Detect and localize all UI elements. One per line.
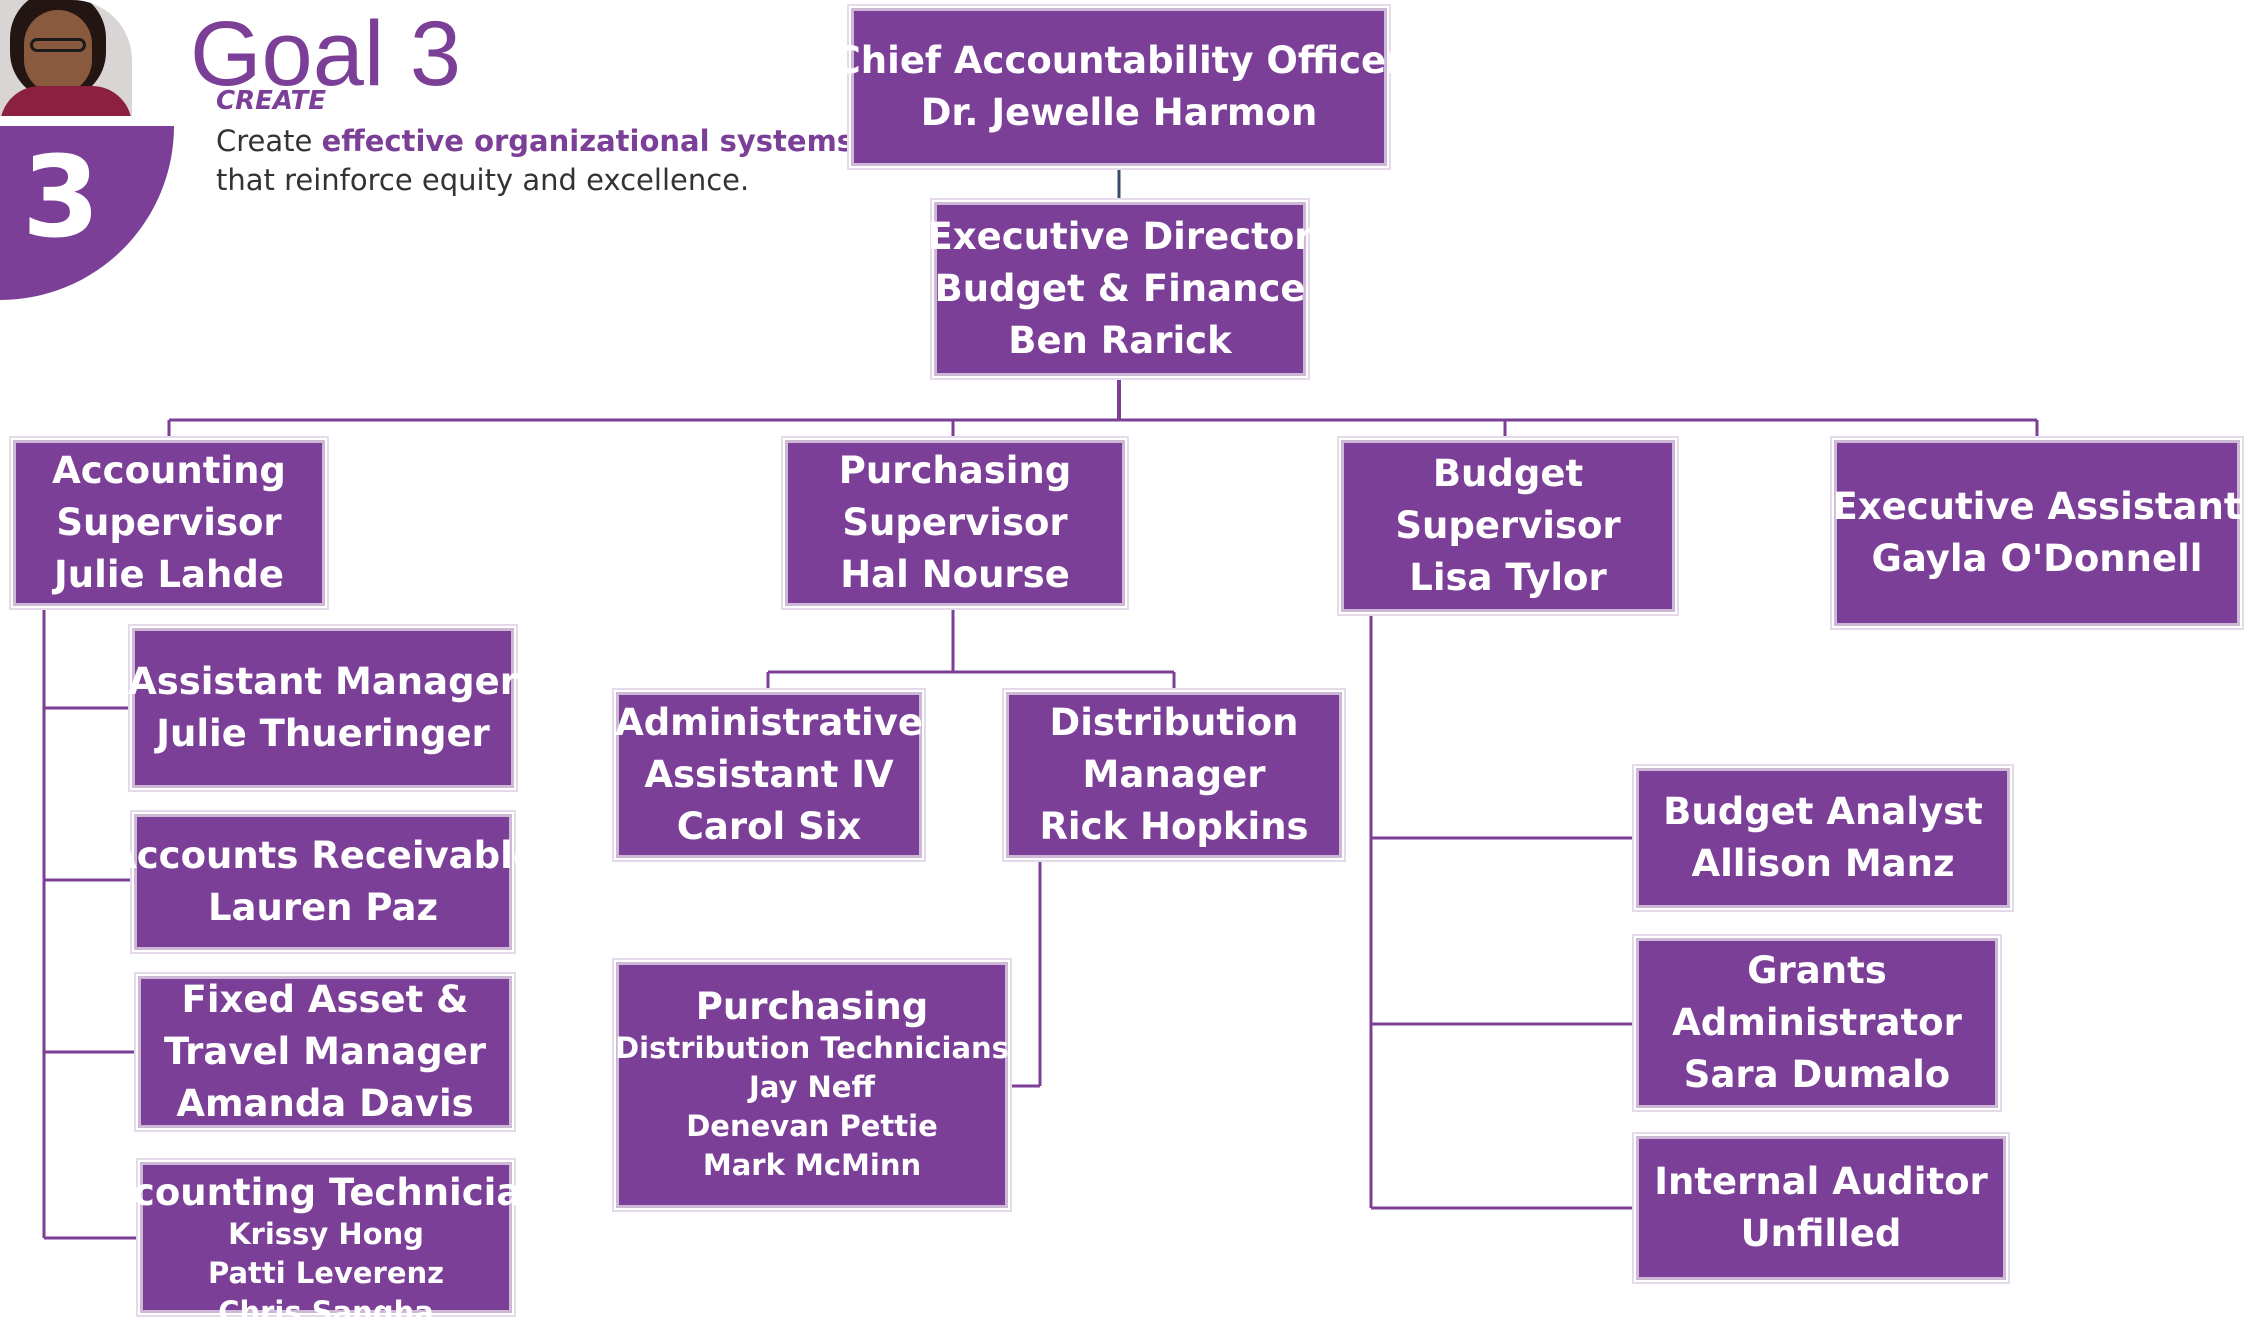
node-line: Lauren Paz [207, 886, 439, 929]
node-line: Executive Assistant [1832, 485, 2242, 528]
goal-subtitle: CREATE [216, 86, 326, 116]
photo-shirt [0, 86, 132, 116]
node-line: Assistant IV [644, 753, 894, 796]
node-line: Budget [1432, 452, 1584, 495]
node-line: Accounting [52, 449, 286, 492]
node-line: Chief Accountability Officer [833, 39, 1405, 82]
photo-glasses [30, 38, 86, 52]
node-line: Amanda Davis [176, 1082, 474, 1125]
node-line: Distribution Technicians [615, 1031, 1009, 1065]
node-line: Julie Lahde [54, 553, 284, 596]
goal-desc-highlight: effective organizational systems [321, 124, 855, 158]
node-line: Dr. Jewelle Harmon [920, 91, 1318, 134]
node-line: Purchasing [695, 985, 929, 1028]
node-line: Executive Director [927, 215, 1313, 258]
node-line: Denevan Pettie [686, 1109, 938, 1143]
node-line: Patti Leverenz [207, 1256, 445, 1290]
node-line: Distribution [1049, 701, 1299, 744]
node-line: Carol Six [676, 805, 862, 848]
node-line: Julie Thueringer [156, 712, 490, 755]
node-line: Internal Auditor [1654, 1160, 1988, 1203]
node-line: Supervisor [56, 501, 282, 544]
node-line: Purchasing [838, 449, 1072, 492]
goal-title: Goal 3 [190, 3, 462, 105]
goal-description: Create effective organizational systems … [216, 122, 856, 200]
node-line: Accounts Receivable [108, 834, 538, 877]
node-line: Lisa Tylor [1409, 556, 1607, 599]
node-line: Grants [1747, 949, 1887, 992]
node-line: Allison Manz [1691, 842, 1955, 885]
node-line: Travel Manager [163, 1030, 487, 1073]
node-line: Krissy Hong [228, 1217, 424, 1251]
goal-desc-end: that reinforce equity and excellence. [216, 163, 750, 197]
node-line: Ben Rarick [1008, 319, 1232, 362]
node-line: Administrative [615, 701, 923, 744]
node-line: Sara Dumalo [1683, 1053, 1951, 1096]
node-line: Mark McMinn [702, 1148, 922, 1182]
node-line: Administrator [1672, 1001, 1962, 1044]
profile-photo [0, 0, 132, 116]
node-line: Manager [1082, 753, 1266, 796]
node-line: Budget Analyst [1663, 790, 1983, 833]
node-line: Jay Neff [749, 1070, 875, 1104]
node-line: Unfilled [1740, 1212, 1902, 1255]
goal-number: 3 [22, 133, 100, 263]
node-line: Rick Hopkins [1039, 805, 1309, 848]
node-line: Supervisor [842, 501, 1068, 544]
node-line: Hal Nourse [840, 553, 1070, 596]
photo-face [24, 10, 92, 94]
node-line: Gayla O'Donnell [1871, 537, 2203, 580]
node-line: Budget & Finance [934, 267, 1306, 310]
node-line: Assistant Manager [128, 660, 518, 703]
goal-desc-start: Create [216, 124, 322, 158]
node-line: Supervisor [1395, 504, 1621, 547]
node-line: Accounting Technicians [82, 1171, 570, 1214]
node-line: Fixed Asset & [181, 978, 469, 1021]
